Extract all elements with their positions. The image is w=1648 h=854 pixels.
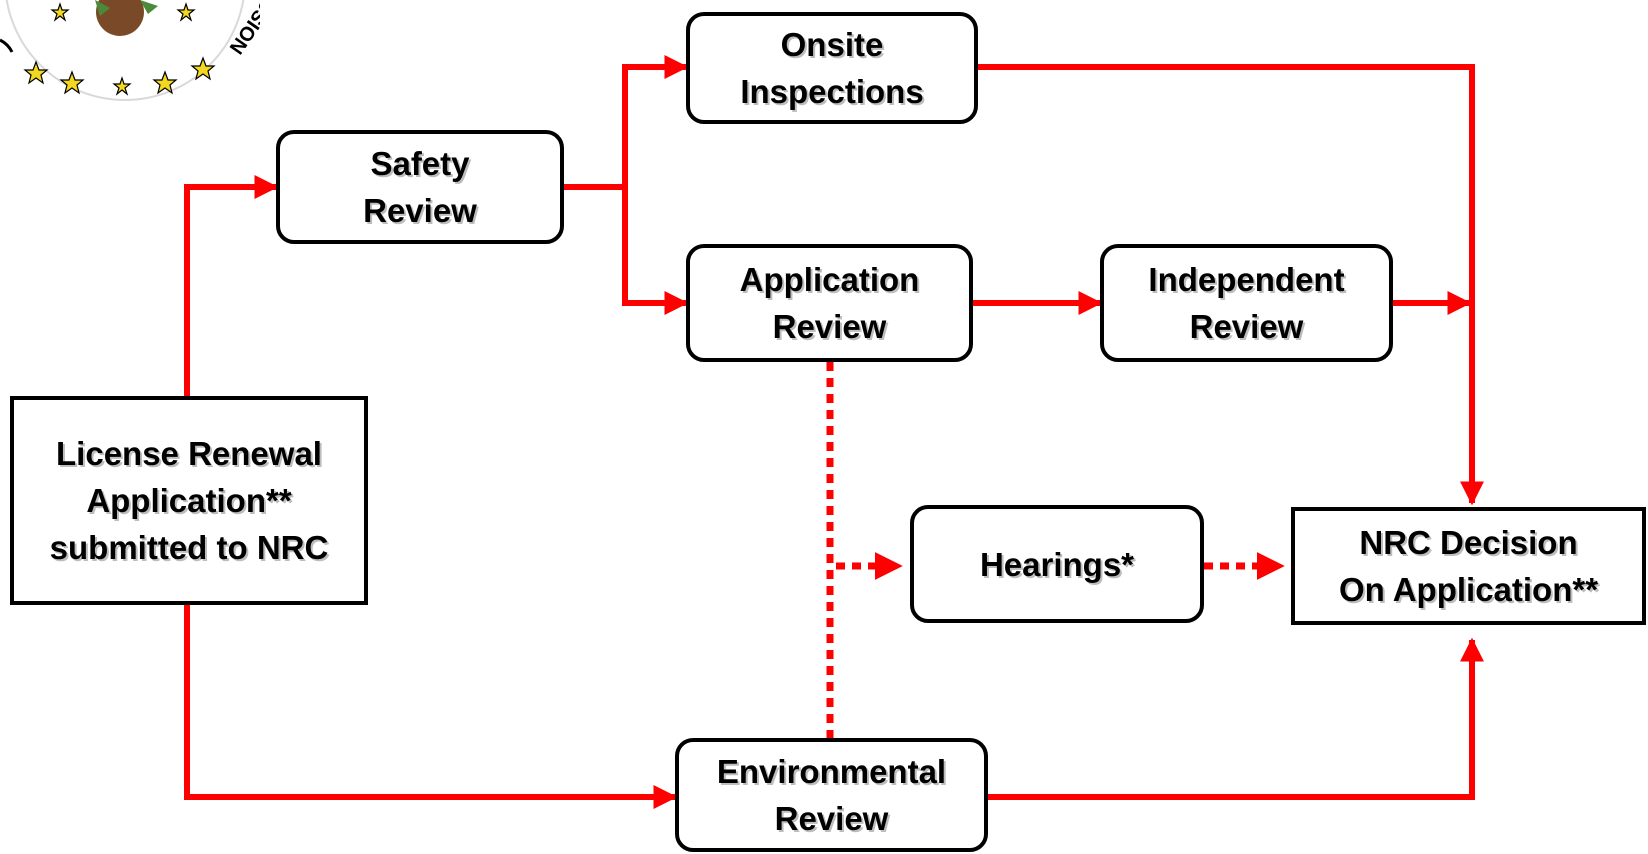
node-application-review: Application Review [686, 244, 973, 362]
node-independent-review-line1: Independent [1148, 261, 1345, 298]
node-license-renewal-line1: License Renewal [56, 435, 322, 472]
node-safety-review-line1: Safety [370, 145, 470, 182]
node-license-renewal-line2: Application** [86, 482, 292, 519]
node-application-review-line2: Review [772, 308, 887, 345]
node-hearings-line1: Hearings* [979, 545, 1135, 583]
node-onsite-inspections-line2: Inspections [740, 73, 924, 110]
edge-license-to-safety [184, 175, 279, 396]
node-nrc-decision: NRC Decision On Application** [1291, 507, 1646, 625]
seal-logo-fragment: NOISS [0, 0, 260, 101]
node-safety-review: Safety Review [276, 130, 564, 244]
node-nrc-decision-line1: NRC Decision [1359, 524, 1578, 561]
node-onsite-inspections: Onsite Inspections [686, 12, 978, 124]
node-nrc-decision-line2: On Application** [1338, 571, 1599, 608]
node-onsite-inspections-line1: Onsite [780, 26, 884, 63]
edge-onsite-to-decision [978, 64, 1484, 506]
node-environmental-review-line2: Review [774, 800, 889, 837]
node-application-review-line1: Application [739, 261, 920, 298]
node-environmental-review: Environmental Review [675, 738, 988, 852]
node-environmental-review-line1: Environmental [716, 753, 947, 790]
node-independent-review-line2: Review [1189, 308, 1304, 345]
node-license-renewal-application: License Renewal Application** submitted … [10, 396, 368, 605]
edge-environmental-to-decision [988, 637, 1484, 800]
edge-safety-to-onsite [622, 55, 689, 187]
node-hearings: Hearings* [910, 505, 1204, 623]
node-safety-review-line2: Review [363, 192, 477, 229]
node-license-renewal-line3: submitted to NRC [49, 529, 329, 566]
edge-safety-to-application [622, 187, 689, 315]
edge-license-to-environmental [184, 605, 678, 809]
node-independent-review: Independent Review [1100, 244, 1393, 362]
seal-stars [23, 2, 216, 96]
